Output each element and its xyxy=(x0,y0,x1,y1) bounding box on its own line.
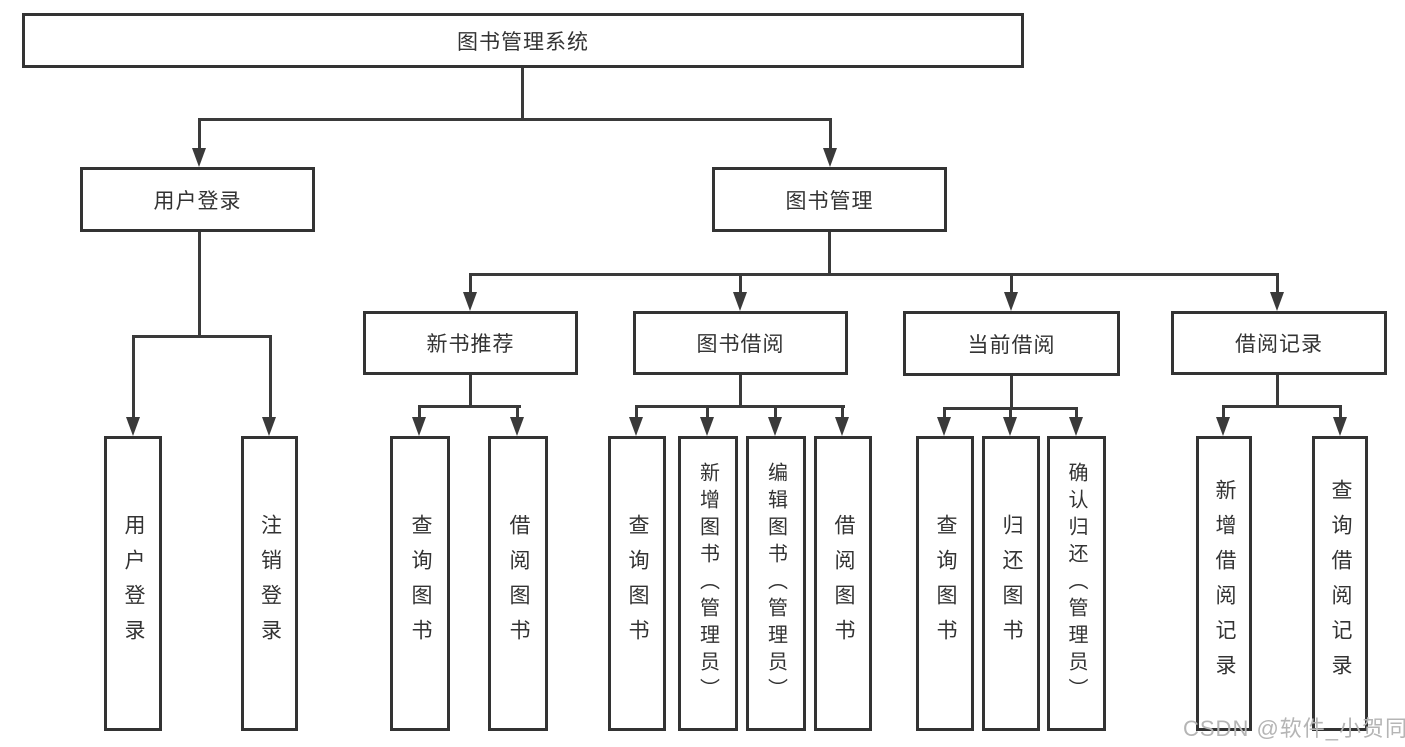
edge-drop-nbr-query xyxy=(418,405,421,420)
node-user-login: 用户登录 xyxy=(80,167,315,232)
edge-drop-bb-add xyxy=(706,405,709,420)
edge-current-borrow-stem xyxy=(1010,376,1013,409)
arrow-down-icon xyxy=(629,417,643,436)
arrow-down-icon xyxy=(835,417,849,436)
node-leaf-br-add-record: 新增借阅记录 xyxy=(1196,436,1252,731)
arrow-down-icon xyxy=(823,148,837,167)
arrow-down-icon xyxy=(1069,417,1083,436)
node-book-mgmt: 图书管理 xyxy=(712,167,947,232)
node-leaf-bb-query-book: 查询图书 xyxy=(608,436,666,731)
arrow-down-icon xyxy=(1003,417,1017,436)
edge-drop-cb-return xyxy=(1009,407,1012,420)
edge-new-book-rec-stem xyxy=(469,375,472,408)
edge-drop-book-borrow xyxy=(739,273,742,295)
node-leaf-bb-add-book: 新增图书（管理员） xyxy=(678,436,738,731)
node-leaf-nbr-query-book: 查询图书 xyxy=(390,436,450,731)
edge-drop-current-borrow xyxy=(1010,273,1013,295)
edge-borrow-records-stem xyxy=(1276,375,1279,408)
edge-drop-ul-login xyxy=(132,335,135,420)
arrow-down-icon xyxy=(412,417,426,436)
node-leaf-user-login: 用户登录 xyxy=(104,436,162,731)
edge-drop-br-add xyxy=(1222,405,1225,420)
node-new-book-rec: 新书推荐 xyxy=(363,311,578,375)
arrow-down-icon xyxy=(700,417,714,436)
arrow-down-icon xyxy=(1333,417,1347,436)
edge-book-borrow-stem xyxy=(739,375,742,408)
watermark: CSDN @软件_小贺同学 xyxy=(1183,716,1405,741)
arrow-down-icon xyxy=(937,417,951,436)
node-leaf-cb-query-book: 查询图书 xyxy=(916,436,974,731)
node-root: 图书管理系统 xyxy=(22,13,1024,68)
node-leaf-bb-borrow-book: 借阅图书 xyxy=(814,436,872,731)
edge-drop-bb-borrow xyxy=(841,405,844,420)
node-leaf-br-query-record: 查询借阅记录 xyxy=(1312,436,1368,731)
arrow-down-icon xyxy=(463,292,477,311)
edge-root-stem xyxy=(521,68,524,121)
node-leaf-bb-edit-book: 编辑图书（管理员） xyxy=(746,436,806,731)
edge-drop-cb-query xyxy=(943,407,946,420)
edge-level2-branch xyxy=(198,118,832,121)
arrow-down-icon xyxy=(1004,292,1018,311)
node-leaf-cb-confirm-return: 确认归还（管理员） xyxy=(1047,436,1106,731)
edge-level3-branch xyxy=(469,273,1279,276)
edge-drop-bb-edit xyxy=(774,405,777,420)
edge-user-login-stem xyxy=(198,232,201,338)
edge-drop-bb-query xyxy=(635,405,638,420)
edge-drop-cb-confirm xyxy=(1075,407,1078,420)
arrow-down-icon xyxy=(126,417,140,436)
edge-drop-br-query xyxy=(1339,405,1342,420)
node-leaf-logout: 注销登录 xyxy=(241,436,298,731)
arrow-down-icon xyxy=(1270,292,1284,311)
node-leaf-cb-return-book: 归还图书 xyxy=(982,436,1040,731)
edge-new-book-rec-branch xyxy=(418,405,521,408)
arrow-down-icon xyxy=(262,417,276,436)
edge-drop-nbr-borrow xyxy=(516,405,519,420)
edge-drop-book-mgmt xyxy=(829,118,832,152)
edge-book-mgmt-stem xyxy=(828,232,831,276)
edge-borrow-records-branch xyxy=(1222,405,1342,408)
edge-drop-borrow-records xyxy=(1276,273,1279,295)
node-book-borrow: 图书借阅 xyxy=(633,311,848,375)
edge-book-borrow-branch xyxy=(635,405,845,408)
edge-drop-user-login xyxy=(198,118,201,152)
edge-drop-ul-logout xyxy=(269,335,272,420)
edge-drop-new-book-rec xyxy=(469,273,472,295)
arrow-down-icon xyxy=(768,417,782,436)
arrow-down-icon xyxy=(192,148,206,167)
arrow-down-icon xyxy=(733,292,747,311)
node-borrow-records: 借阅记录 xyxy=(1171,311,1387,375)
node-leaf-nbr-borrow-book: 借阅图书 xyxy=(488,436,548,731)
arrow-down-icon xyxy=(1216,417,1230,436)
arrow-down-icon xyxy=(510,417,524,436)
node-current-borrow: 当前借阅 xyxy=(903,311,1120,376)
edge-user-login-branch xyxy=(132,335,272,338)
